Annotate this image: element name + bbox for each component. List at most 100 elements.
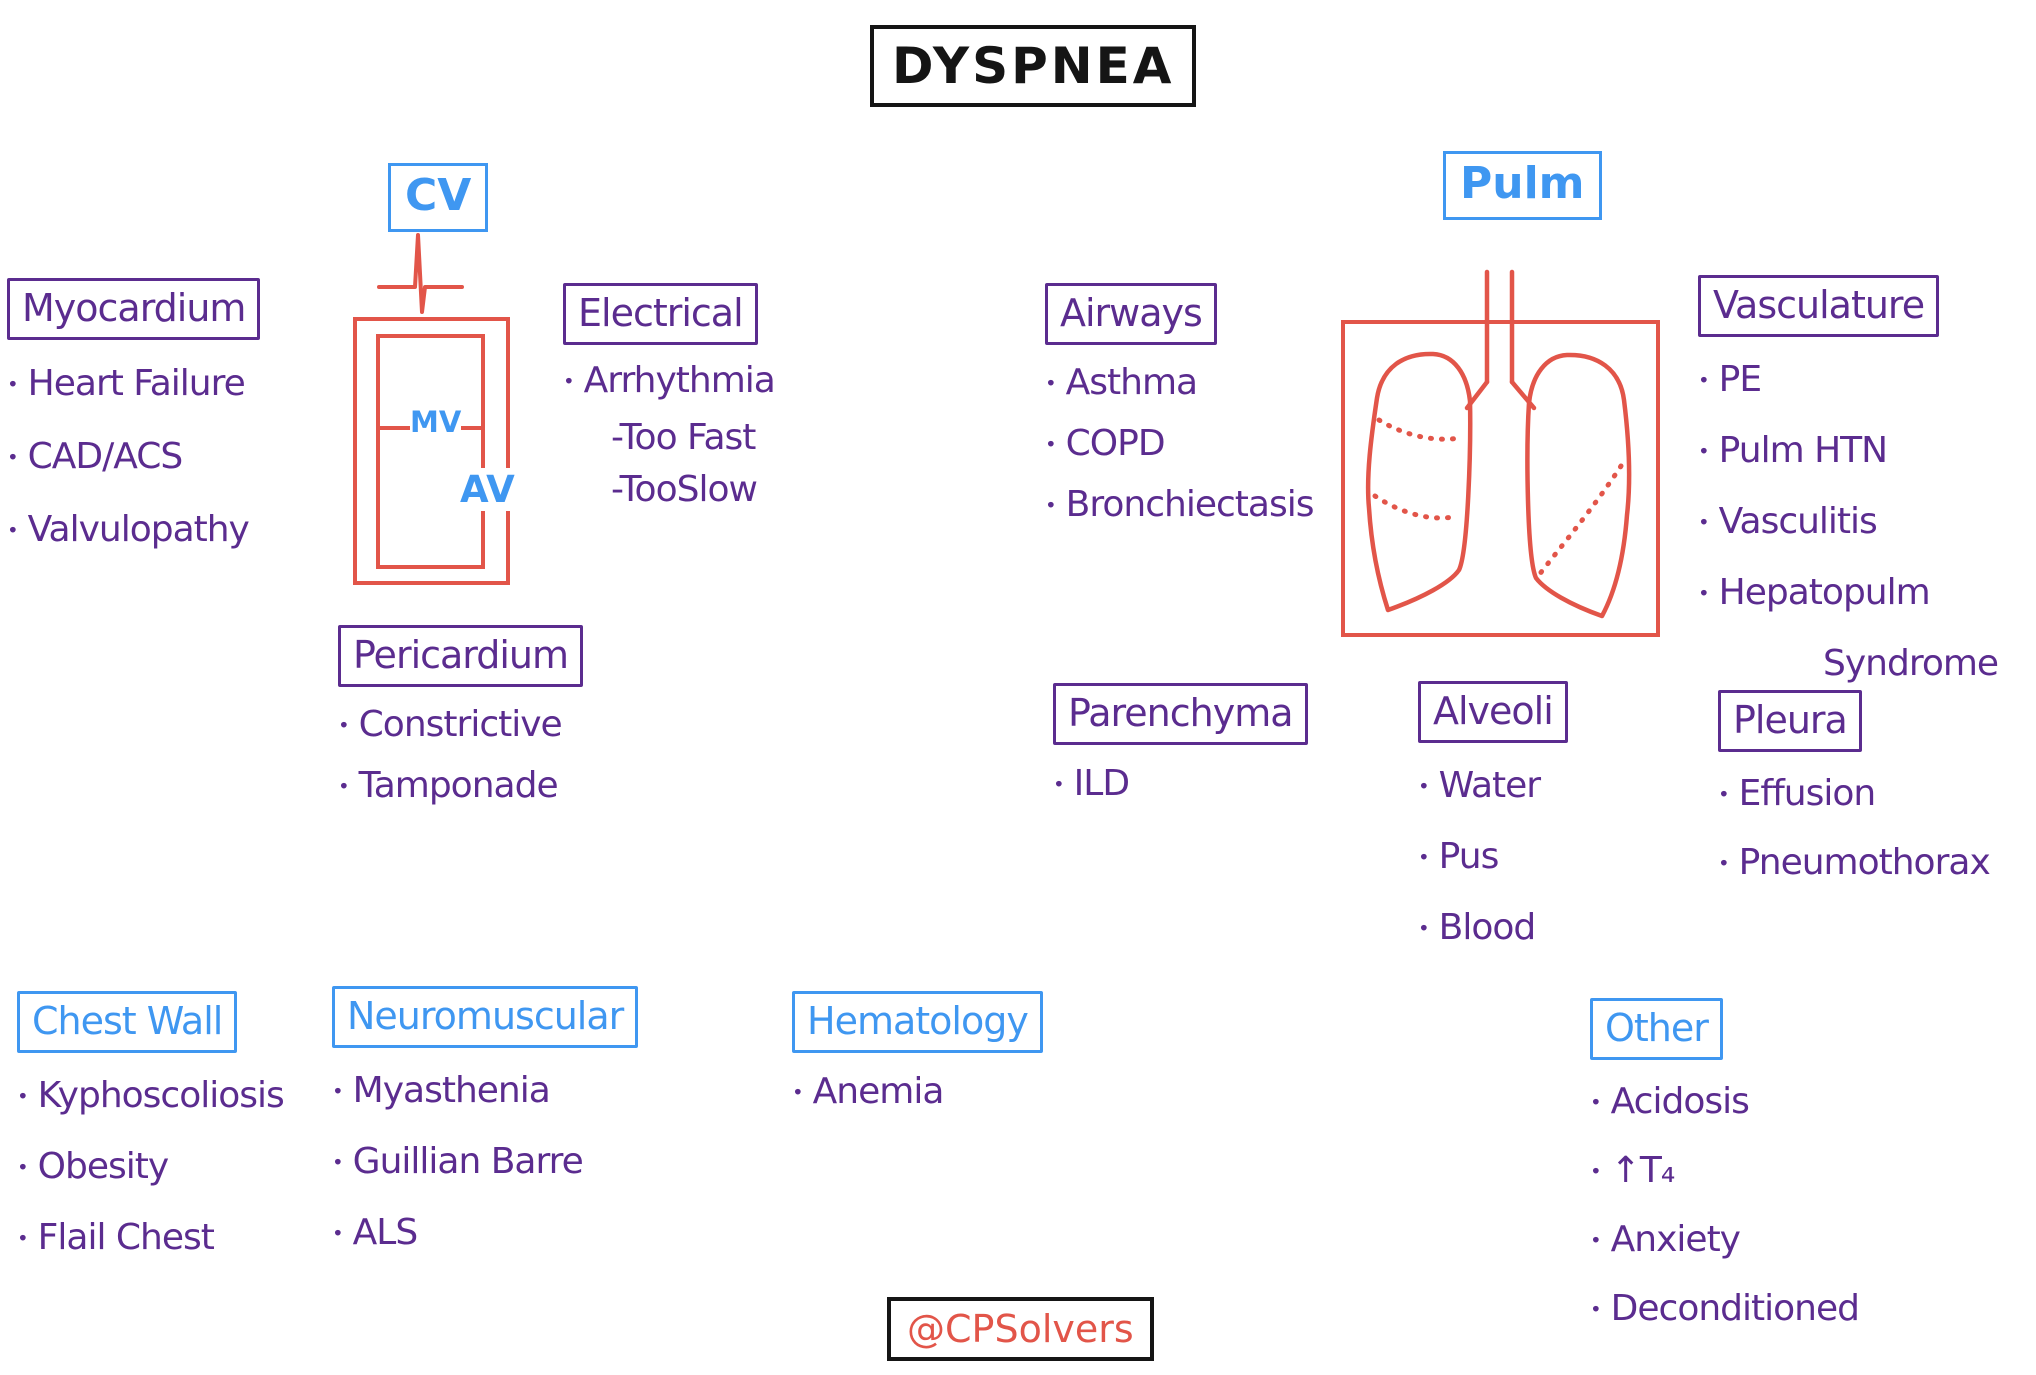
bullet-icon (1698, 560, 1719, 631)
list-item-continuation: Syndrome (1823, 631, 1999, 697)
bullet-icon (1053, 755, 1074, 818)
item-text: Water (1438, 765, 1541, 806)
item-text: Kyphoscoliosis (37, 1075, 285, 1116)
section-neuromuscular: Neuromuscular Myasthenia Guillian Barre … (332, 986, 639, 1271)
list-item: Constrictive (338, 697, 583, 758)
section-parenchyma: Parenchyma ILD (1053, 683, 1308, 818)
list-item: Acidosis (1590, 1070, 1859, 1139)
bullet-icon (1590, 1208, 1611, 1277)
item-text: ↑T₄ (1610, 1150, 1676, 1191)
list-item: Heart Failure (7, 350, 260, 423)
list-item: Blood (1418, 895, 1568, 966)
item-text: Hepatopulm (1718, 572, 1931, 613)
section-hematology: Hematology Anemia (792, 991, 1043, 1126)
list-item: Flail Chest (17, 1205, 284, 1276)
list-item: Pus (1418, 824, 1568, 895)
item-text: Constrictive (358, 704, 563, 745)
item-text: Obesity (37, 1146, 170, 1187)
bullet-icon (17, 1134, 38, 1205)
list-item: Effusion (1718, 762, 1990, 831)
list-item: Asthma (1045, 355, 1313, 416)
neuromuscular-header: Neuromuscular (332, 986, 639, 1048)
item-text: Syndrome (1823, 643, 1999, 684)
item-text: CAD/ACS (27, 436, 184, 477)
bullet-icon (7, 423, 28, 496)
alveoli-header: Alveoli (1418, 681, 1568, 743)
bullet-icon (1590, 1277, 1611, 1346)
heart-drawing (353, 317, 510, 585)
bullet-icon (1698, 418, 1719, 489)
list-item: Pulm HTN (1698, 418, 1998, 489)
item-text: Pulm HTN (1718, 430, 1888, 471)
mitral-valve-label: MV (410, 405, 462, 439)
bullet-icon (7, 350, 28, 423)
bullet-icon (1418, 895, 1439, 966)
item-text: Pus (1438, 836, 1500, 877)
item-text: Bronchiectasis (1065, 484, 1315, 525)
pericardium-header: Pericardium (338, 625, 584, 687)
section-electrical: Electrical Arrhythmia -Too Fast -TooSlow (563, 283, 776, 516)
bullet-icon (1718, 762, 1739, 831)
list-item: Myasthenia (332, 1058, 638, 1129)
bullet-icon (1718, 831, 1739, 900)
list-item: Bronchiectasis (1045, 477, 1315, 538)
item-text: -Too Fast (611, 417, 756, 458)
item-text: Blood (1438, 907, 1537, 948)
item-text: Anemia (812, 1071, 945, 1112)
credit-handle: @CPSolvers (887, 1297, 1154, 1361)
list-item: Arrhythmia (563, 355, 776, 412)
list-item: Kyphoscoliosis (17, 1063, 285, 1134)
hematology-header: Hematology (792, 991, 1043, 1053)
heart-schematic: MV AV (348, 310, 519, 595)
list-item: Tamponade (338, 758, 583, 819)
bullet-icon (17, 1063, 38, 1134)
sub-list-item: -Too Fast (611, 412, 775, 464)
bullet-icon (563, 355, 584, 412)
item-text: Acidosis (1610, 1081, 1750, 1122)
airways-header: Airways (1045, 283, 1217, 345)
section-myocardium: Myocardium Heart Failure CAD/ACS Valvulo… (7, 278, 261, 569)
section-pleura: Pleura Effusion Pneumothorax (1718, 690, 1991, 900)
list-item: PE (1698, 347, 1998, 418)
other-header: Other (1590, 998, 1723, 1060)
item-text: Asthma (1065, 362, 1198, 403)
list-item: Hepatopulm (1698, 560, 1998, 631)
chest-wall-header: Chest Wall (17, 991, 238, 1053)
item-text: Arrhythmia (583, 360, 776, 401)
list-item: Guillian Barre (332, 1129, 638, 1200)
bullet-icon (332, 1058, 353, 1129)
vasculature-header: Vasculature (1698, 275, 1940, 337)
item-text: Guillian Barre (352, 1141, 584, 1182)
bullet-icon (338, 758, 359, 819)
bullet-icon (1698, 347, 1719, 418)
bullet-icon (1590, 1070, 1611, 1139)
item-text: Vasculitis (1718, 501, 1878, 542)
bullet-icon (332, 1200, 353, 1271)
bullet-icon (792, 1063, 813, 1126)
list-item: Anemia (792, 1063, 1043, 1126)
section-other: Other Acidosis ↑T₄ Anxiety Deconditioned (1590, 998, 1860, 1346)
section-vasculature: Vasculature PE Pulm HTN Vasculitis Hepat… (1698, 275, 1999, 697)
list-item: Pneumothorax (1718, 831, 1991, 900)
list-item: ALS (332, 1200, 638, 1271)
item-text: ALS (352, 1212, 419, 1253)
pleura-header: Pleura (1718, 690, 1862, 752)
item-text: Flail Chest (37, 1217, 215, 1258)
electrical-header: Electrical (563, 283, 758, 345)
list-item: CAD/ACS (7, 423, 260, 496)
list-item: Water (1418, 753, 1568, 824)
bullet-icon (17, 1205, 38, 1276)
list-item: Vasculitis (1698, 489, 1998, 560)
bullet-icon (7, 496, 28, 569)
myocardium-header: Myocardium (7, 278, 261, 340)
item-text: Myasthenia (352, 1070, 551, 1111)
bullet-icon (332, 1129, 353, 1200)
cv-category-label: CV (388, 163, 489, 232)
list-item: Valvulopathy (7, 496, 260, 569)
item-text: Pneumothorax (1738, 842, 1991, 883)
item-text: Valvulopathy (27, 509, 250, 550)
item-text: Anxiety (1610, 1219, 1741, 1260)
item-text: COPD (1065, 423, 1166, 464)
list-item-elevated-t4: ↑T₄ (1590, 1139, 1859, 1208)
